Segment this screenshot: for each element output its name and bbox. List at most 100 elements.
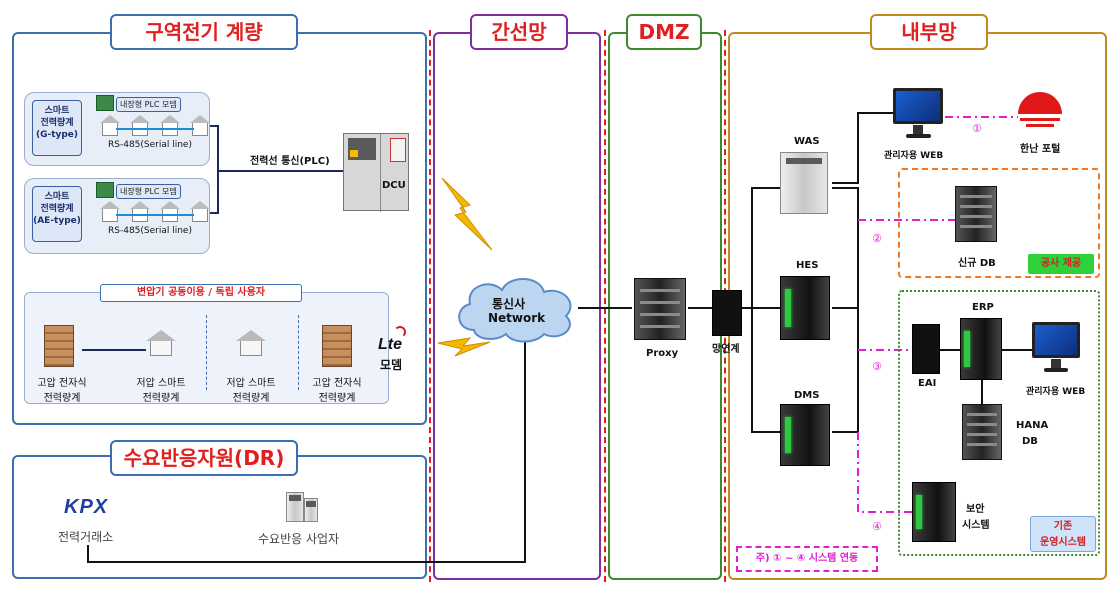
hv-meter-building-icon	[322, 325, 352, 367]
divider-dashed	[298, 315, 299, 390]
meter-g-line2: 전력량계	[40, 118, 74, 128]
shared-item-1: 고압 전자식 전력량계	[32, 374, 92, 404]
security-label-1: 보안	[966, 504, 985, 515]
serial-line	[116, 128, 194, 130]
serial-label: RS-485(Serial line)	[108, 226, 192, 236]
plc-comm-label: 전력선 통신(PLC)	[250, 156, 330, 167]
dmz-zone-title: DMZ	[626, 14, 702, 50]
dr-provider-label: 수요반응 사업자	[258, 532, 340, 546]
admin-web-pc-icon	[893, 88, 943, 140]
dcu-panel-right	[390, 138, 406, 162]
lv-meter-house-icon	[236, 330, 266, 356]
shared-item-4: 고압 전자식 전력량계	[307, 374, 367, 404]
hv-meter-building-icon	[44, 325, 74, 367]
dcu-device: DCU	[343, 133, 409, 212]
erp-label: ERP	[972, 302, 994, 313]
serial-label: RS-485(Serial line)	[108, 140, 192, 150]
portal-label: 한난 포털	[1020, 144, 1061, 155]
hana-db-label-2: DB	[1022, 436, 1038, 447]
plc-module-icon	[96, 95, 114, 111]
separator-line	[429, 30, 431, 582]
was-label: WAS	[794, 136, 820, 147]
shared-item-1-line2: 전력량계	[43, 393, 81, 404]
network-bridge-icon	[712, 290, 742, 336]
shared-users-title: 변압기 공동이용 / 독립 사용자	[100, 284, 302, 302]
admin-web-label: 관리자용 WEB	[884, 151, 944, 161]
hes-label: HES	[796, 260, 819, 271]
smart-meter-ae-label: 스마트 전력량계 (AE-type)	[32, 186, 82, 242]
link-number-4: ④	[872, 520, 882, 533]
existing-systems-line2: 운영시스템	[1040, 537, 1086, 548]
dcu-door-line	[380, 134, 381, 212]
shared-item-4-line1: 고압 전자식	[312, 378, 362, 389]
kpx-label: 전력거래소	[58, 530, 114, 544]
hana-db-label-1: HANA	[1016, 420, 1049, 431]
meter-ae-line1: 스마트	[44, 192, 70, 202]
proxy-server-icon	[634, 278, 686, 340]
dcu-label: DCU	[382, 180, 406, 191]
shared-item-2-line2: 전력량계	[142, 393, 180, 404]
new-db-server-icon	[955, 186, 997, 242]
divider-dashed	[206, 315, 207, 390]
hana-db-server-icon	[962, 404, 1002, 460]
link-number-3: ③	[872, 360, 882, 373]
lv-meter-house-icon	[146, 330, 176, 356]
meter-house-icon	[190, 201, 210, 222]
link-number-2: ②	[872, 232, 882, 245]
dr-provider-building-icon	[304, 498, 318, 522]
shared-item-4-line2: 전력량계	[318, 393, 356, 404]
meter-house-icon	[190, 115, 210, 136]
erp-server-icon	[960, 318, 1002, 380]
shared-item-2: 저압 스마트 전력량계	[130, 374, 192, 404]
new-db-label: 신규 DB	[958, 258, 996, 269]
dr-provider-building-icon	[286, 492, 304, 522]
link-number-1: ①	[972, 122, 982, 135]
dms-server-icon	[780, 404, 830, 466]
lte-logo: Lte	[378, 336, 402, 353]
eai-device-icon	[912, 324, 940, 374]
integration-note: 주) ① ~ ④ 시스템 연동	[736, 546, 878, 572]
shared-item-3-line1: 저압 스마트	[226, 378, 276, 389]
hes-server-icon	[780, 276, 830, 340]
hv-link-line	[82, 349, 146, 351]
portal-wave-icon	[1020, 118, 1060, 121]
bridge-label: 망연계	[712, 344, 740, 355]
shared-item-1-line1: 고압 전자식	[37, 378, 87, 389]
serial-line	[116, 214, 194, 216]
shared-item-2-line1: 저압 스마트	[136, 378, 186, 389]
existing-systems-badge: 기존 운영시스템	[1030, 516, 1096, 552]
security-server-icon	[912, 482, 956, 542]
dms-label: DMS	[794, 390, 820, 401]
smart-meter-g-label: 스마트 전력량계 (G-type)	[32, 100, 82, 156]
plc-module-icon	[96, 182, 114, 198]
public-provided-badge: 공사 제공	[1028, 254, 1094, 274]
shared-item-3: 저압 스마트 전력량계	[220, 374, 282, 404]
internal-zone-title: 내부망	[870, 14, 988, 50]
was-server-icon	[780, 152, 828, 214]
metering-zone-title: 구역전기 계량	[110, 14, 298, 50]
portal-wave-icon	[1026, 124, 1054, 127]
plc-modem-chip: 내장형 PLC 모뎀	[116, 97, 181, 112]
meter-ae-line3: (AE-type)	[33, 216, 81, 226]
cloud-label-1: 통신사	[492, 297, 526, 311]
existing-systems-line1: 기존	[1053, 521, 1073, 532]
meter-ae-line2: 전력량계	[40, 204, 74, 214]
lte-modem-label: 모뎀	[380, 358, 403, 372]
public-provided-group	[898, 168, 1100, 278]
eai-label: EAI	[918, 378, 937, 389]
backbone-zone-title: 간선망	[470, 14, 568, 50]
erp-admin-web-pc-icon	[1032, 322, 1080, 374]
dcu-warning	[350, 150, 358, 157]
plc-modem-chip: 내장형 PLC 모뎀	[116, 184, 181, 199]
kpx-logo: KPX	[64, 496, 109, 518]
meter-g-line1: 스마트	[44, 106, 70, 116]
lte-signal-icon	[394, 326, 406, 338]
portal-sun-icon	[1018, 92, 1062, 114]
shared-item-3-line2: 전력량계	[232, 393, 270, 404]
dr-zone-title: 수요반응자원(DR)	[110, 440, 298, 476]
carrier-network-cloud	[458, 277, 572, 343]
separator-line	[604, 30, 606, 582]
cloud-label-2: Network	[488, 311, 546, 325]
meter-g-line3: (G-type)	[35, 130, 79, 140]
